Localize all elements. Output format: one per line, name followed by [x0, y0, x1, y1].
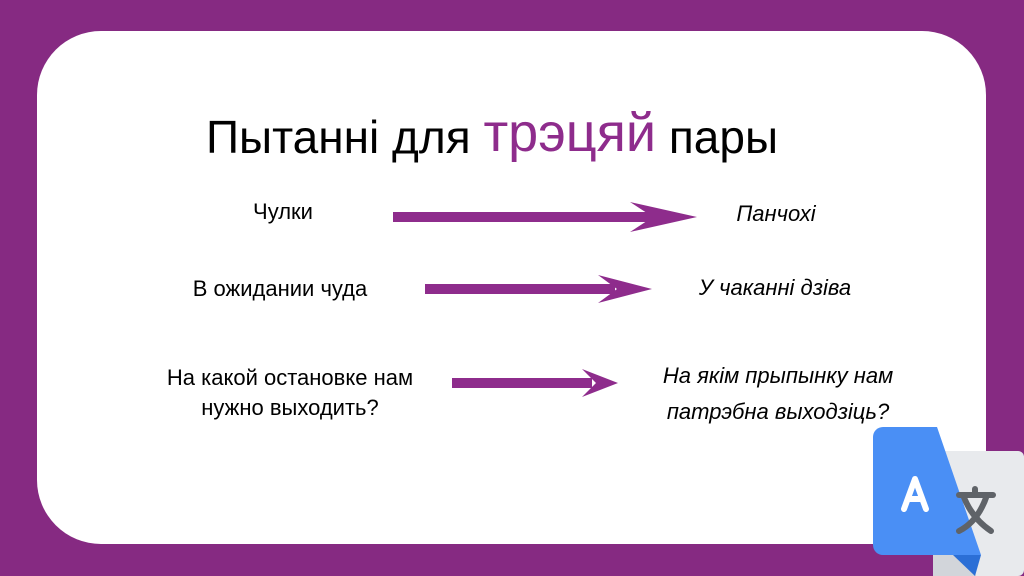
- translation-text-3: На якім прыпынку нам патрэбна выходзіць?: [618, 358, 938, 430]
- title-suffix: пары: [668, 111, 779, 163]
- slide-title: Пытанні для трэцяй пары: [0, 106, 984, 160]
- source-text-3: На какой остановке нам нужно выходить?: [130, 363, 450, 423]
- source-text-2: В ожидании чуда: [192, 276, 368, 301]
- translation-text-2: У чаканні дзіва: [698, 275, 852, 300]
- translation-text-1: Панчохі: [736, 201, 816, 226]
- source-text-1: Чулки: [253, 199, 313, 224]
- source-text-3-line-1: На какой остановке нам: [166, 365, 414, 390]
- translation-text-3-line-1: На якім прыпынку нам: [662, 363, 894, 388]
- source-text-3-line-2: нужно выходить?: [201, 395, 379, 420]
- google-translate-icon: [873, 427, 1024, 576]
- translation-text-3-line-2: патрэбна выходзіць?: [666, 399, 890, 424]
- title-accent: трэцяй: [483, 103, 657, 163]
- title-prefix: Пытанні для: [205, 111, 471, 163]
